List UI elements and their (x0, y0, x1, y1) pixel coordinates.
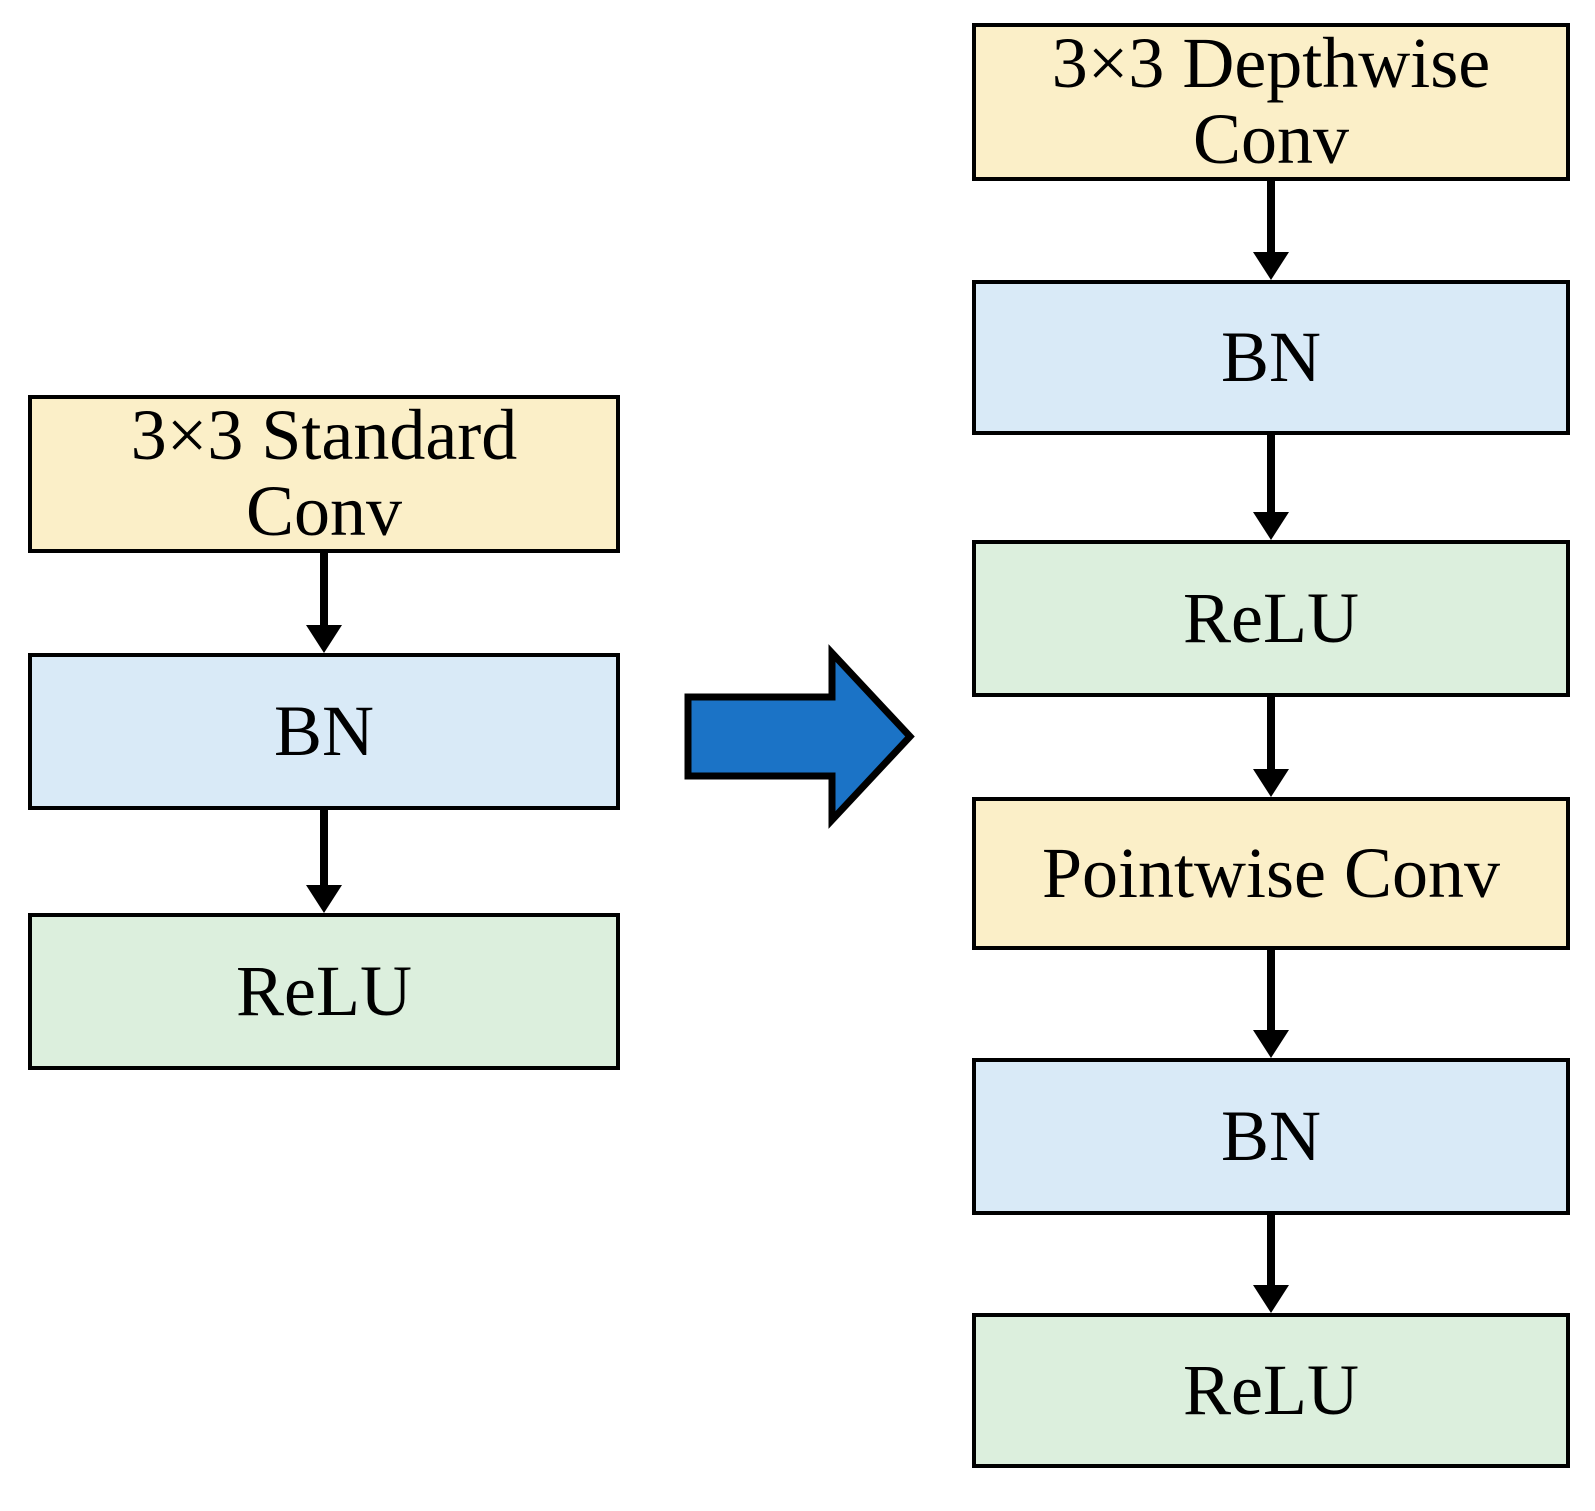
node-pointwise-conv-label: Pointwise Conv (1041, 832, 1501, 913)
arrow-stem (1267, 1215, 1275, 1285)
label-line: 3×3 Depthwise (1051, 23, 1491, 104)
node-pointwise-conv: Pointwise Conv (972, 797, 1570, 950)
arrow-stem (1267, 435, 1275, 512)
label-line: 3×3 Standard (130, 395, 518, 476)
arrow-head-down-icon (1253, 1030, 1289, 1058)
label-line: BN (1220, 316, 1322, 397)
node-relu-right-2: ReLU (972, 1313, 1570, 1468)
arrow-head-down-icon (306, 885, 342, 913)
arrow-head-down-icon (1253, 769, 1289, 797)
arrow-stem (320, 553, 328, 625)
label-line: ReLU (236, 950, 412, 1031)
node-relu-left-label: ReLU (236, 950, 412, 1031)
arrow-stem (1267, 950, 1275, 1030)
node-relu-right-1-label: ReLU (1183, 577, 1359, 658)
node-depthwise-conv: 3×3 Depthwise Conv (972, 23, 1570, 181)
label-line: BN (273, 690, 375, 771)
arrow-head-down-icon (1253, 512, 1289, 540)
label-line: BN (1220, 1095, 1322, 1176)
node-bn-right-2: BN (972, 1058, 1570, 1215)
node-bn-right-1: BN (972, 280, 1570, 435)
flow-arrow-down (1253, 181, 1289, 280)
flow-arrow-down (306, 810, 342, 913)
transform-arrow-icon (684, 644, 915, 829)
flow-arrow-down (1253, 435, 1289, 540)
label-line: Pointwise Conv (1041, 832, 1501, 913)
node-relu-left: ReLU (28, 913, 620, 1070)
node-standard-conv-label: 3×3 Standard Conv (131, 398, 518, 549)
arrow-stem (1267, 181, 1275, 252)
node-standard-conv: 3×3 Standard Conv (28, 395, 620, 553)
node-bn-left: BN (28, 653, 620, 810)
node-bn-right-1-label: BN (1220, 316, 1322, 397)
label-line: Conv (245, 471, 402, 551)
arrow-stem (1267, 697, 1275, 769)
arrow-head-down-icon (306, 625, 342, 653)
flow-arrow-down (1253, 697, 1289, 797)
node-depthwise-conv-label: 3×3 Depthwise Conv (1052, 26, 1491, 177)
node-bn-left-label: BN (273, 690, 375, 771)
arrow-stem (320, 810, 328, 885)
node-bn-right-2-label: BN (1220, 1095, 1322, 1176)
node-relu-right-1: ReLU (972, 540, 1570, 697)
label-line: ReLU (1183, 1349, 1359, 1430)
node-relu-right-2-label: ReLU (1183, 1349, 1359, 1430)
arrow-head-down-icon (1253, 1285, 1289, 1313)
label-line: Conv (1192, 99, 1349, 179)
transform-arrow-shape (684, 644, 915, 829)
flow-arrow-down (1253, 950, 1289, 1058)
label-line: ReLU (1183, 577, 1359, 658)
arrow-head-down-icon (1253, 252, 1289, 280)
flow-arrow-down (1253, 1215, 1289, 1313)
flow-arrow-down (306, 553, 342, 653)
